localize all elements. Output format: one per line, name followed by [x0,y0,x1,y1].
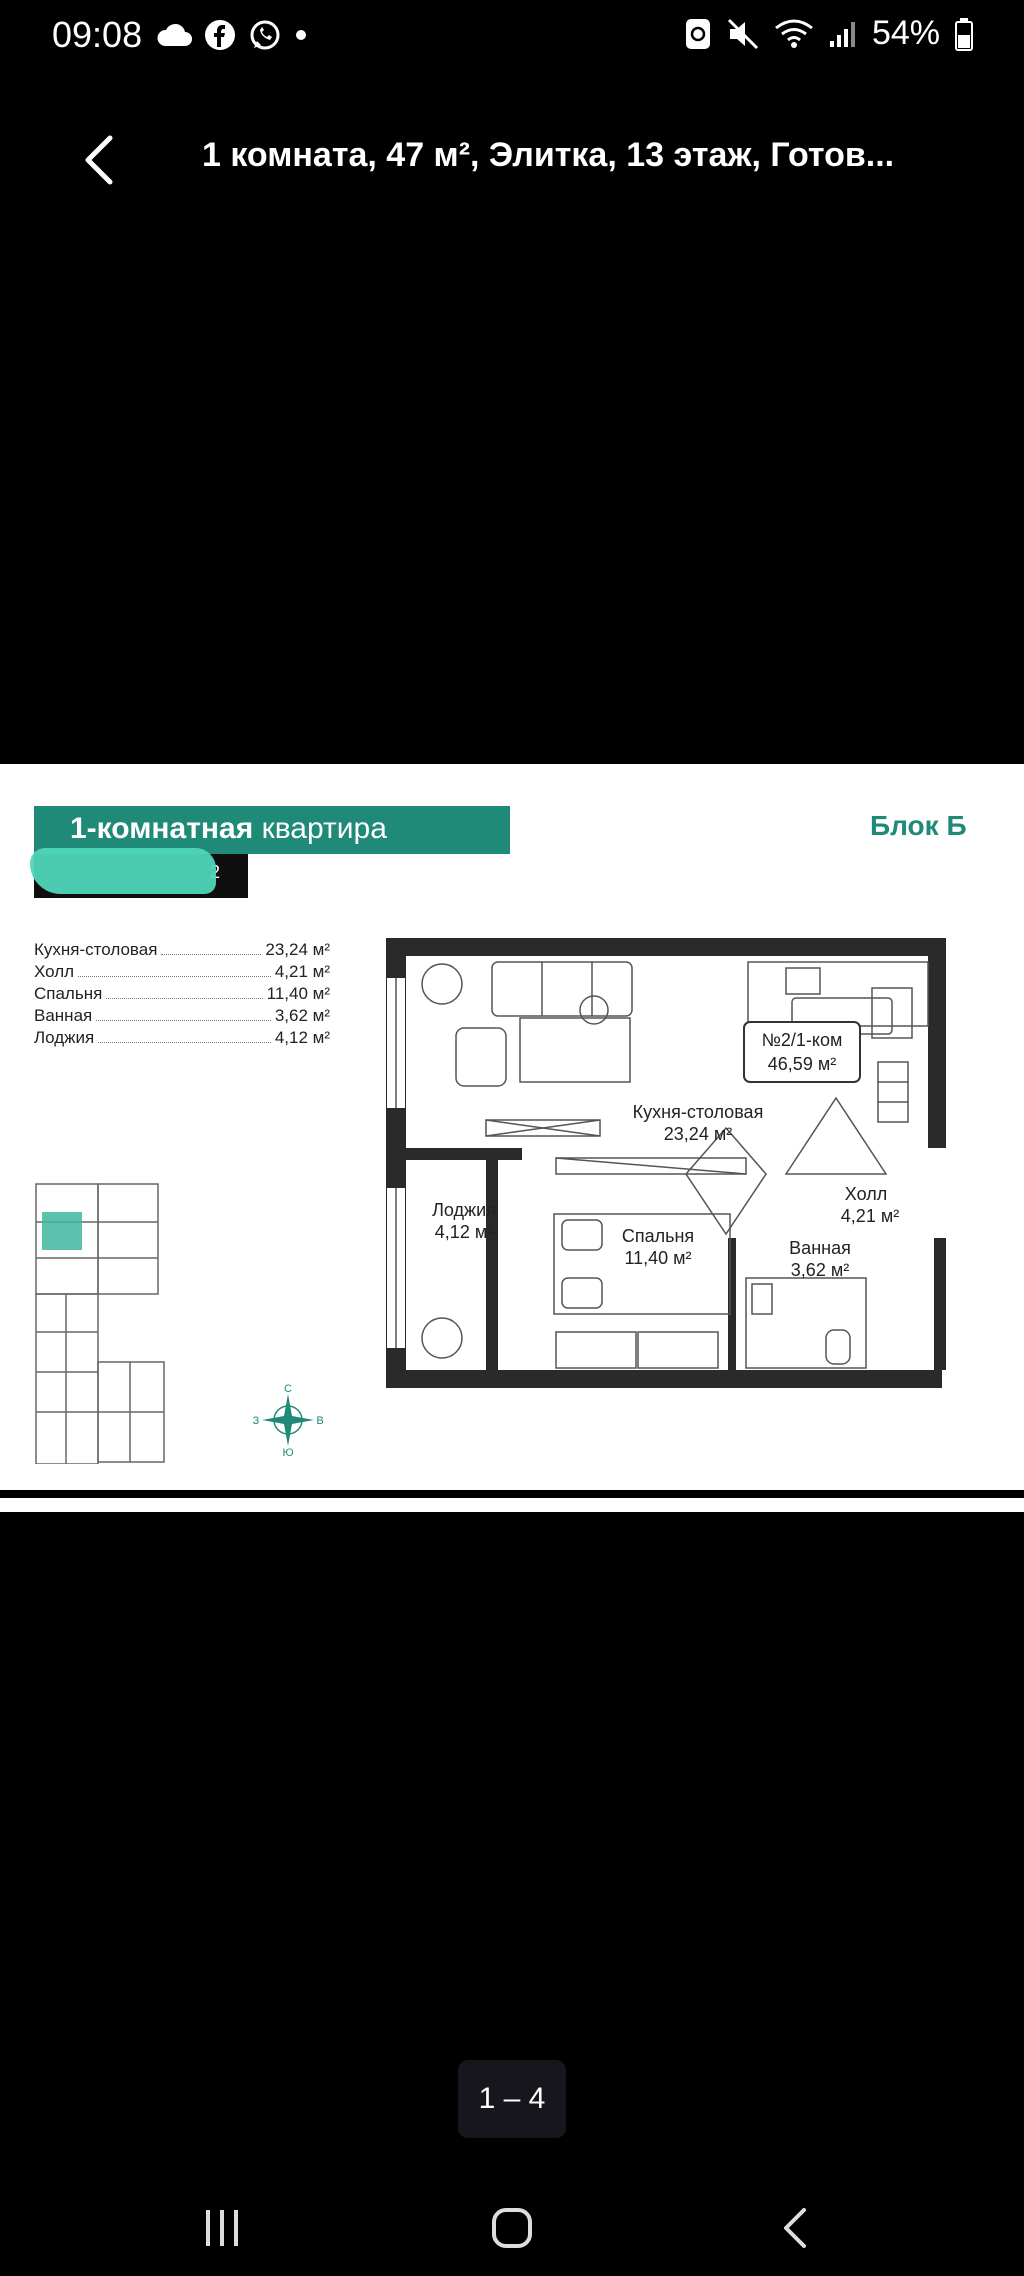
room-area: 11,40 м² [266,984,330,1003]
compass-west: З [253,1415,260,1427]
home-button[interactable] [480,2196,544,2260]
recent-apps-icon [206,2210,238,2246]
top-app-bar: 1 комната, 47 м², Элитка, 13 этаж, Готов… [0,110,1024,206]
battery-level: 54% [871,14,940,52]
facebook-icon [205,20,235,50]
room-name: Ванная [34,1006,93,1025]
whatsapp-icon [250,20,280,50]
room-row: Лоджия 4,12 м² [34,1026,330,1048]
battery-icon [955,17,973,51]
block-label: Блок Б [870,810,967,841]
room-row: Ванная 3,62 м² [34,1004,330,1026]
wifi-icon [775,19,813,48]
plan-header-text: 1-комнатная квартира [70,812,387,846]
listing-title: 1 комната, 47 м², Элитка, 13 этаж, Готов… [202,136,895,174]
system-nav-bar [0,2170,1024,2276]
unit-badge-number: №2/1-ком [762,1030,843,1050]
compass-south: Ю [282,1447,293,1456]
image-viewer[interactable]: 1-комнатная квартира 2 Блок Б Кухня-стол… [0,764,1024,1512]
loggia-label: Лоджия [432,1200,496,1220]
recent-apps-button[interactable] [190,2196,254,2260]
hall-area-label: 4,21 м² [841,1206,899,1226]
status-left-icons [156,18,308,52]
room-name: Спальня [34,984,103,1003]
status-right-icons: 54% [684,14,974,53]
room-name: Лоджия [34,1028,95,1047]
chevron-left-icon [85,135,113,185]
plan-header-bold: 1-комнатная [70,812,254,845]
room-name: Холл [34,962,75,981]
room-list: Кухня-столовая 23,24 м² Холл 4,21 м² Спаль… [34,938,330,1048]
room-area: 23,24 м² [265,940,330,959]
nav-back-button[interactable] [764,2196,828,2260]
apartment-floorplan: №2/1-ком 46,59 м² Кухня-столовая 23,24 м… [386,938,946,1388]
room-row: Холл 4,21 м² [34,960,330,982]
room-area: 3,62 м² [274,1006,330,1025]
floor-overview-map [35,1183,165,1464]
recycle-icon [685,18,710,49]
plan-header-rest: квартира [253,812,387,845]
kitchen-label: Кухня-столовая [633,1102,764,1122]
status-bar: 09:08 54% [0,0,1024,72]
image-divider [0,1490,1024,1498]
cloud-icon [157,23,192,46]
redaction-mark [30,848,216,894]
back-icon [784,2208,806,2248]
image-counter: 1 – 4 [458,2060,566,2138]
plan-header: 1-комнатная квартира [34,806,510,854]
room-area: 4,21 м² [274,962,330,981]
room-name: Кухня-столовая [34,940,158,959]
image-counter-text: 1 – 4 [478,2082,546,2115]
signal-icon [829,21,855,47]
room-row: Кухня-столовая 23,24 м² [34,938,330,960]
unit-badge-area: 46,59 м² [768,1054,836,1074]
bedroom-label: Спальня [622,1226,694,1246]
compass-icon: С Ю З В [253,1384,324,1456]
bath-label: Ванная [789,1238,851,1258]
room-row: Спальня 11,40 м² [34,982,330,1004]
back-button[interactable] [70,128,134,192]
loggia-area-label: 4,12 м² [435,1222,493,1242]
kitchen-area-label: 23,24 м² [664,1124,732,1144]
floorplan-image: 1-комнатная квартира 2 Блок Б Кухня-стол… [0,764,1024,1512]
compass-east: В [316,1415,323,1427]
room-area: 4,12 м² [274,1028,330,1047]
hall-label: Холл [845,1184,887,1204]
dot-icon [296,30,306,40]
home-icon [492,2208,532,2248]
compass-north: С [284,1384,292,1395]
floorplan-sheet: 1-комнатная квартира 2 Блок Б Кухня-стол… [4,770,1020,1492]
bath-area-label: 3,62 м² [791,1260,849,1280]
status-time: 09:08 [52,14,143,55]
mute-icon [727,18,758,49]
bedroom-area-label: 11,40 м² [624,1248,691,1268]
